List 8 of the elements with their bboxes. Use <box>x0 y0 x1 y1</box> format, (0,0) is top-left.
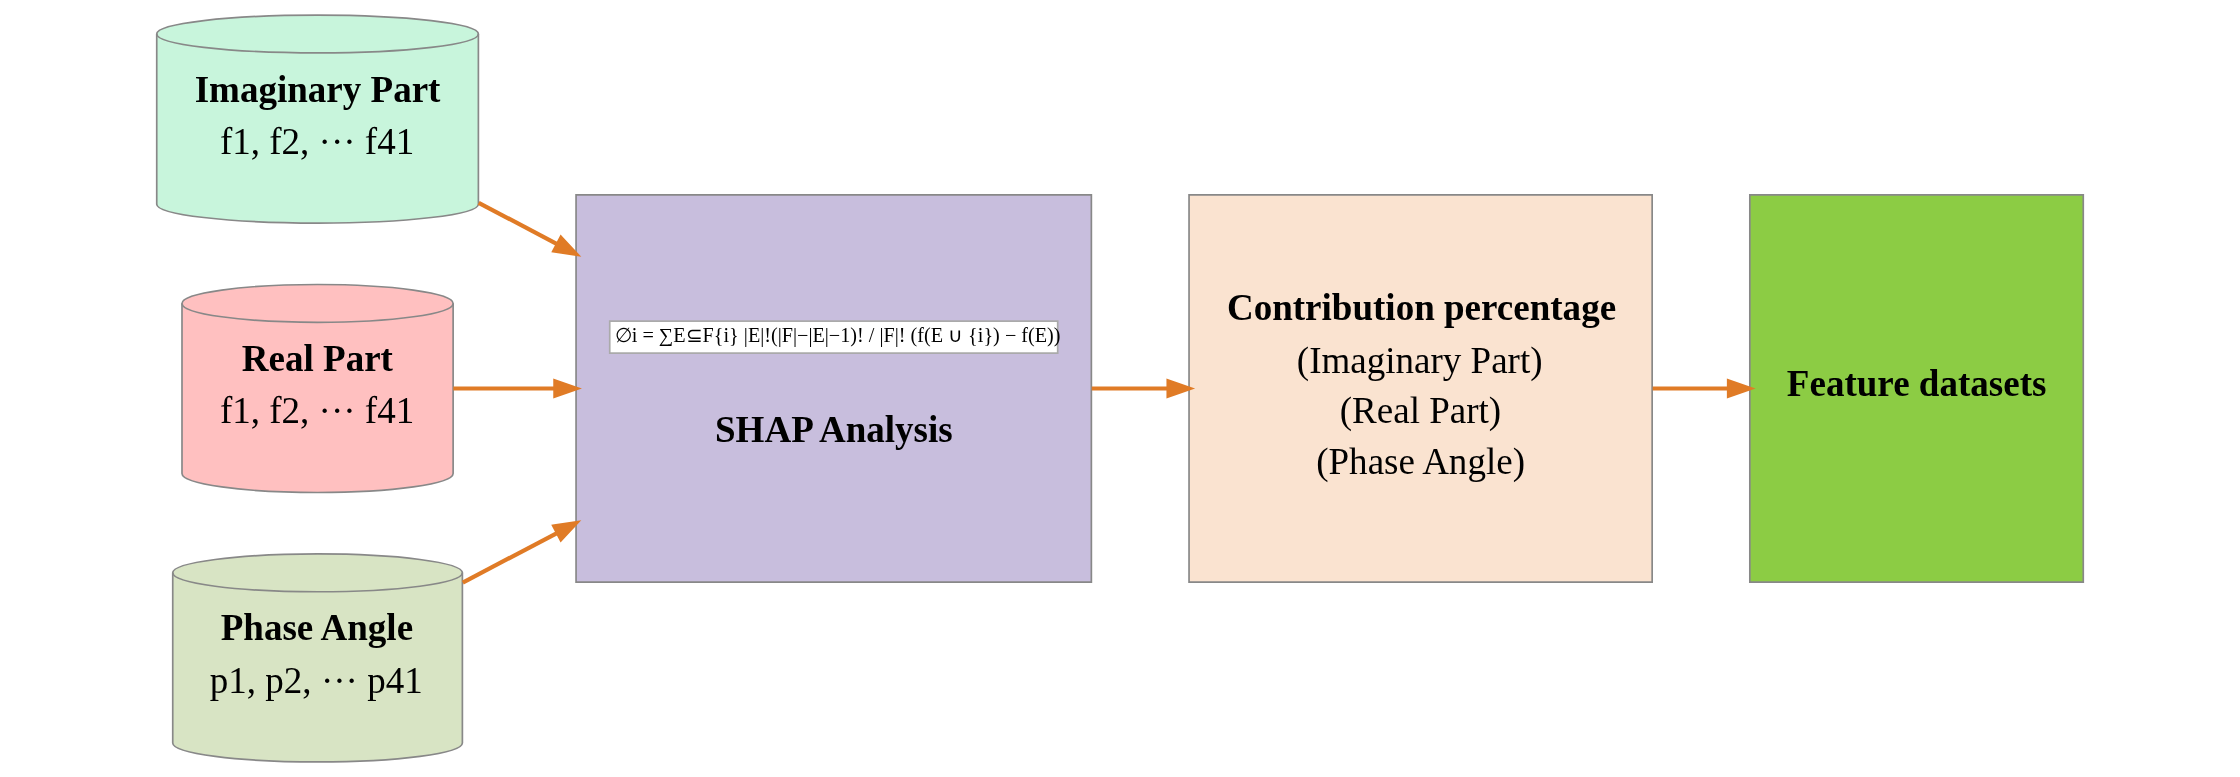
arrow <box>1091 378 1196 399</box>
arrow <box>477 200 582 257</box>
arrow <box>453 378 582 399</box>
node-box: Feature datasets <box>1749 194 2085 583</box>
node-box: Contribution percentage (Imaginary Part) (Real Part) (Phase Angle) <box>1188 194 1653 583</box>
arrow <box>461 520 582 585</box>
arrow <box>1652 378 1756 399</box>
node-box: ∅i = ∑E⊆F{i} |E|!(|F|−|E|−1)! / |F|! (f(E ∪ {i}) − f(E)) SHAP Analysis <box>575 194 1093 583</box>
